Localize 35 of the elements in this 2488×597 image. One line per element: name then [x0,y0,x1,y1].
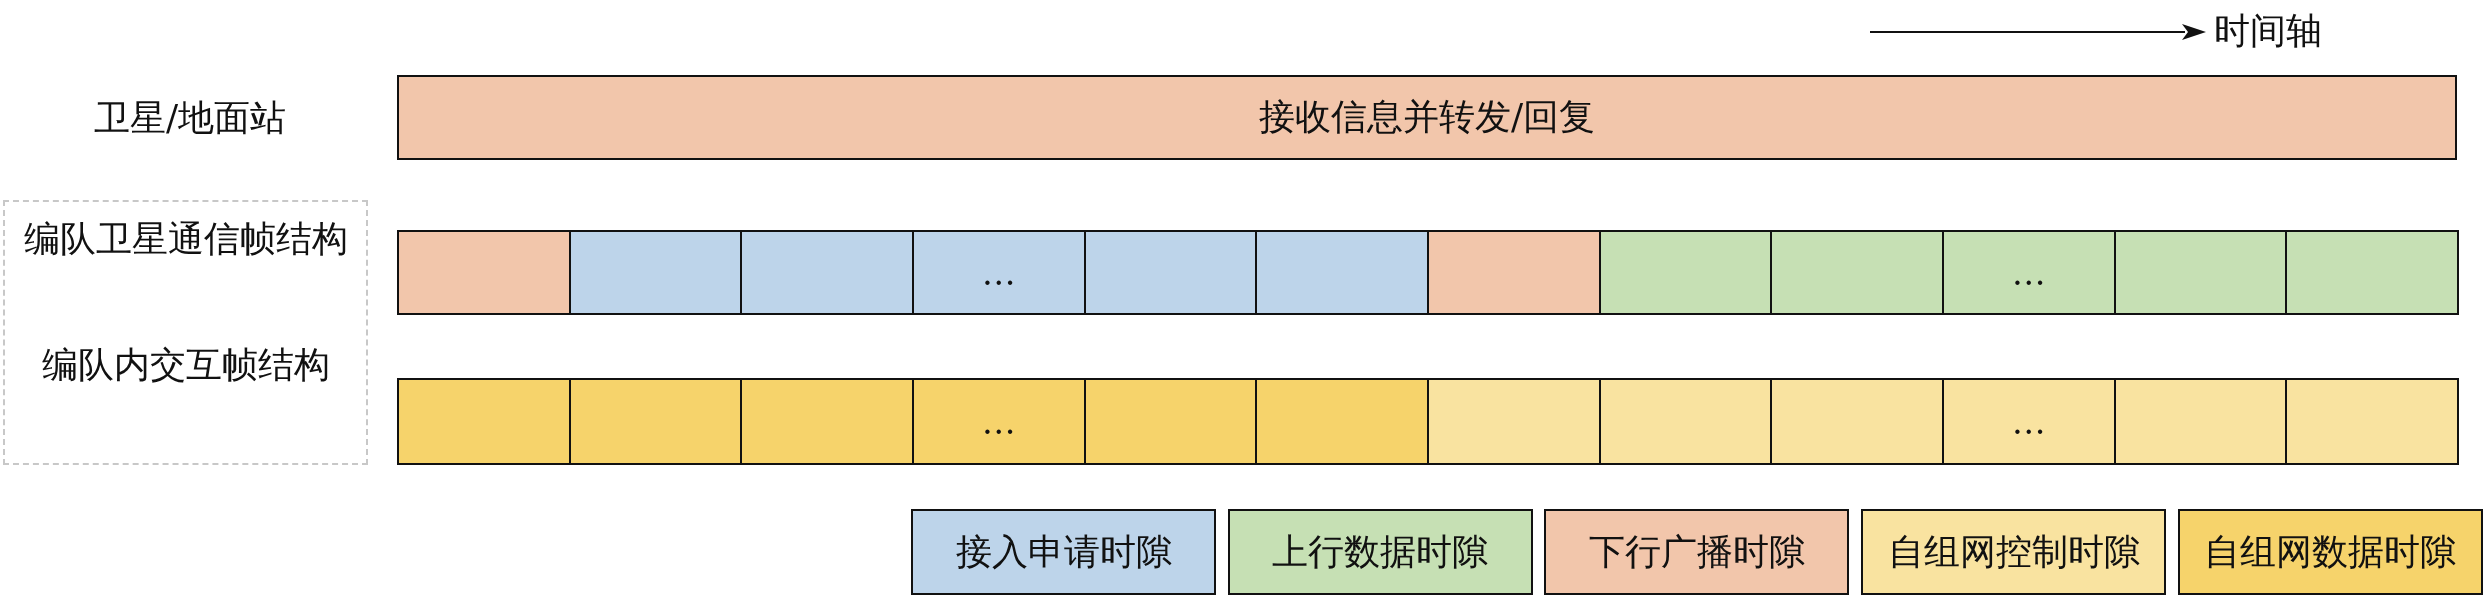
time-slot [568,378,743,465]
time-slot [740,378,914,465]
legend-item: 自组网数据时隙 [2177,509,2483,595]
time-slot [1427,230,1601,315]
time-slot [397,378,571,465]
time-slot [1083,230,1258,315]
time-slot [1770,230,1944,315]
time-slot [397,230,571,315]
legend-item: 接入申请时隙 [911,509,1216,595]
time-slot [2285,230,2459,315]
time-slot [740,230,914,315]
timeline-bar: 接收信息并转发/回复 [397,75,2457,160]
time-slot [2113,230,2288,315]
time-slot [1598,230,1773,315]
time-slot [568,230,743,315]
time-slot [1598,378,1773,465]
time-slot: … [912,230,1086,315]
time-slot: … [1942,378,2116,465]
time-slot [1255,230,1429,315]
time-slot [1255,378,1429,465]
time-slot [2285,378,2459,465]
time-slot [1427,378,1601,465]
time-slot: … [912,378,1086,465]
time-slot [1770,378,1944,465]
row-label: 编队卫星通信帧结构 [22,217,349,261]
row-label: 卫星/地面站 [92,96,288,140]
dashed-group-box [3,200,368,465]
legend-item: 自组网控制时隙 [1861,509,2167,595]
legend-item: 下行广播时隙 [1544,509,1850,595]
time-slot [1083,378,1258,465]
time-slot: … [1942,230,2116,315]
time-slot [2113,378,2288,465]
row-label: 编队内交互帧结构 [40,343,331,387]
legend-item: 上行数据时隙 [1227,509,1533,595]
axis-label: 时间轴 [2214,9,2322,53]
